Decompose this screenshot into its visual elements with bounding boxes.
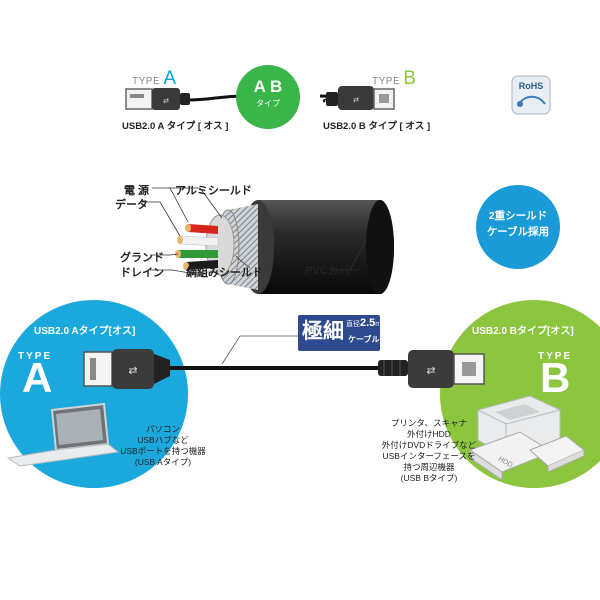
inner-wires: [175, 224, 221, 276]
top-usb-b-plug-icon: ⇄: [326, 86, 395, 110]
cable-tag: [298, 315, 380, 351]
type-b-heading: TYPE B: [372, 68, 417, 89]
bottom-left-type-word: TYPE: [18, 351, 53, 362]
leader-lines: [140, 187, 367, 275]
type-a-heading: TYPE A: [132, 68, 177, 89]
svg-text:⇄: ⇄: [426, 365, 435, 377]
label-aluminum-shield: アルミシールド: [175, 185, 252, 197]
bottom-right-type-word: TYPE: [538, 351, 573, 362]
rohs-icon: RoHS: [511, 75, 551, 115]
right-desc-line: 外付けDVDドライブなど: [381, 440, 477, 450]
laptop-icon: [6, 402, 120, 467]
usb-b-label: USB2.0 B タイプ [ オス ]: [323, 121, 431, 132]
label-pvc-cover: PVCカバー: [305, 265, 361, 277]
label-drain: ドレイン: [120, 267, 164, 279]
usb-a-label: USB2.0 A タイプ [ オス ]: [122, 121, 229, 132]
cable-tag-leader: [221, 335, 300, 365]
pvc-jacket: [258, 200, 394, 294]
external-dvd-icon: [529, 435, 585, 473]
double-shield-line-1: 2重シールド: [488, 210, 548, 222]
label-ground: グランド: [120, 252, 164, 264]
ab-badge-main: A B: [253, 77, 283, 96]
cable-tag-main: 極細: [302, 320, 344, 343]
cable-cross-section-diagram: [140, 187, 394, 294]
left-desc-line: (USB Aタイプ): [134, 457, 192, 467]
double-shield-line-2: ケーブル採用: [486, 226, 550, 238]
cable-tag-unit: mm: [375, 321, 387, 328]
ab-badge-circle: [236, 65, 300, 129]
bottom-left-title: USB2.0 Aタイプ[オス]: [34, 326, 136, 337]
ab-badge-sub: タイプ: [256, 99, 280, 108]
right-desc-line: 持つ周辺機器: [403, 462, 455, 472]
left-device-description: パソコン USBハブなど USBポートを持つ機器 (USB Aタイプ): [108, 424, 218, 468]
external-hdd-icon: HDD: [468, 431, 554, 481]
cable-tag-diameter: 直径2.5mm: [346, 317, 387, 329]
label-power: 電 源: [124, 185, 150, 197]
top-cable-diagram: ⇄ ⇄ RoHS: [125, 65, 551, 129]
left-desc-line: USBハブなど: [137, 435, 189, 445]
pvc-end: [366, 200, 394, 294]
svg-text:⇄: ⇄: [163, 98, 169, 105]
left-desc-line: パソコン: [145, 424, 180, 434]
bottom-cable-diagram: ⇄ ⇄ HDD: [6, 335, 585, 481]
cable-tag-dia-value: 2.5: [360, 317, 376, 329]
svg-text:⇄: ⇄: [128, 365, 137, 377]
bottom-right-type-letter: B: [540, 354, 571, 401]
label-data: データ: [115, 199, 148, 211]
double-shield-text: 2重シールド ケーブル採用: [476, 208, 560, 240]
cable-tag-sub: ケーブル: [348, 335, 380, 344]
right-device-description: プリンタ、スキャナ 外付けHDD 外付けDVDドライブなど USBインターフェー…: [370, 418, 488, 484]
type-b-letter: B: [403, 68, 417, 89]
bottom-usb-b-plug-icon: ⇄: [378, 350, 485, 388]
double-shield-badge: [476, 185, 560, 269]
right-desc-line: 外付けHDD: [407, 429, 451, 439]
label-braided-shield: 網組みシールド: [186, 267, 263, 279]
bottom-right-title: USB2.0 Bタイプ[オス]: [472, 326, 574, 337]
type-a-letter: A: [163, 68, 177, 89]
right-desc-line: USBインターフェースを: [382, 451, 476, 461]
top-usb-a-plug-icon: ⇄: [125, 88, 190, 110]
svg-text:RoHS: RoHS: [519, 81, 544, 91]
right-desc-line: (USB Bタイプ): [400, 473, 458, 483]
right-desc-line: プリンタ、スキャナ: [390, 418, 468, 428]
svg-text:⇄: ⇄: [353, 97, 359, 104]
bottom-left-type-letter: A: [22, 354, 53, 401]
bottom-usb-a-plug-icon: ⇄: [83, 349, 170, 389]
left-desc-line: USBポートを持つ機器: [120, 446, 206, 456]
cable-tag-dia-label: 直径: [346, 321, 360, 328]
